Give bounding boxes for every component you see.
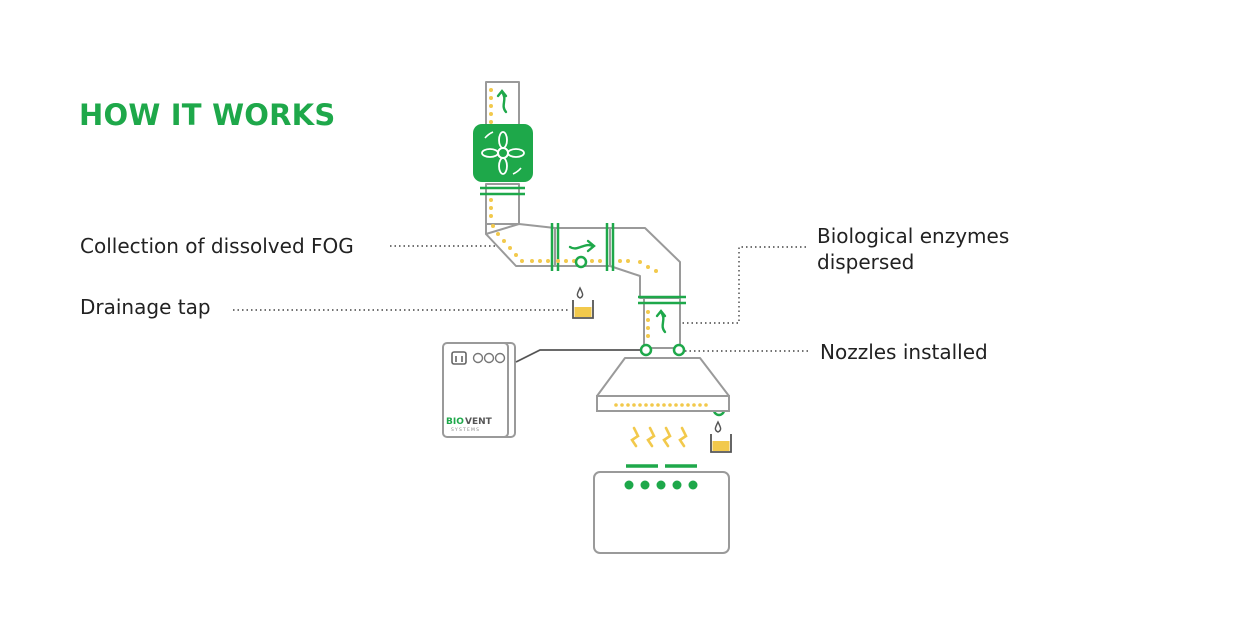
leader-enzymes bbox=[678, 246, 808, 324]
drainage-container bbox=[710, 420, 732, 453]
airflow-arrow-icon bbox=[655, 309, 667, 334]
heat-wave-icon bbox=[678, 426, 688, 448]
label-collection: Collection of dissolved FOG bbox=[80, 234, 354, 258]
cooking-appliance bbox=[593, 464, 730, 554]
supply-line bbox=[515, 349, 640, 363]
indicator-lights bbox=[472, 352, 506, 364]
heat-wave-icon bbox=[662, 426, 672, 448]
brand-bio: BIO bbox=[446, 417, 464, 427]
label-enzymes-line1: Biological enzymes bbox=[817, 224, 1010, 248]
nozzle-icon bbox=[639, 343, 653, 357]
duct-elbow-3 bbox=[609, 227, 681, 299]
duct-flanges bbox=[480, 186, 686, 305]
page-title: HOW IT WORKS bbox=[79, 98, 336, 132]
duct-elbow-2 bbox=[485, 223, 556, 267]
fog-dots bbox=[489, 88, 658, 338]
label-enzymes: Biological enzymes dispersed bbox=[817, 223, 1077, 275]
fan-icon bbox=[473, 124, 533, 182]
brand-systems: SYSTEMS bbox=[451, 427, 480, 433]
heat-wave-icon bbox=[630, 426, 640, 448]
power-plug-icon bbox=[451, 351, 467, 365]
nozzle-icon bbox=[574, 255, 588, 269]
control-knobs bbox=[624, 480, 698, 490]
leader-lines bbox=[233, 245, 810, 352]
drop-icon bbox=[576, 286, 584, 299]
duct-segment-upper bbox=[485, 183, 520, 225]
label-nozzles: Nozzles installed bbox=[820, 340, 988, 364]
heat-waves bbox=[630, 426, 688, 448]
airflow-arrow-icon bbox=[496, 89, 508, 114]
label-drainage-tap: Drainage tap bbox=[80, 295, 211, 319]
label-enzymes-line2: dispersed bbox=[817, 250, 915, 274]
nozzle-icon bbox=[672, 343, 686, 357]
heat-wave-icon bbox=[646, 426, 656, 448]
drop-icon bbox=[714, 420, 722, 433]
airflow-arrow-icon bbox=[568, 239, 596, 253]
kitchen-hood bbox=[596, 357, 730, 412]
control-unit: BIO VENT SYSTEMS bbox=[442, 342, 516, 438]
brand-vent: VENT bbox=[465, 417, 493, 427]
drainage-container bbox=[572, 286, 594, 319]
